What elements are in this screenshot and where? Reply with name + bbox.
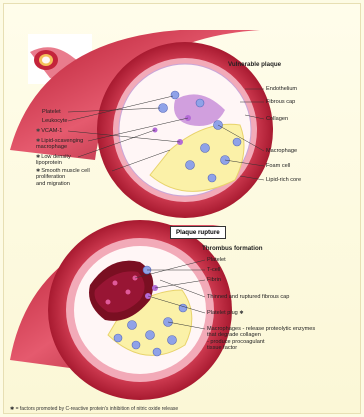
platelet-dot [126, 290, 131, 295]
label-endothelium: Endothelium [266, 86, 297, 92]
label-macrophage: Macrophage [266, 148, 297, 154]
label-leukocyte: Leukocyte [42, 118, 68, 124]
macrophage-cell [114, 334, 122, 342]
label-macrophages-enzymes: Macrophages - release proteolytic enzyme… [207, 326, 315, 352]
label-platelet: Platelet [42, 109, 61, 115]
label-smooth-muscle-cell: ✱Smooth muscle cell proliferation and mi… [36, 168, 90, 187]
top-panel-title: Vulnerable plaque [228, 62, 281, 68]
star-icon: ✱ [239, 310, 243, 316]
label-low-density-lipoprotein: ✱Low density lipoprotein [36, 154, 71, 167]
label-platelet-plug: Platelet plug ✱ [207, 310, 245, 316]
foam-cell [208, 174, 216, 182]
label-collagen: Collagen [266, 116, 288, 122]
star-icon: ✱ [36, 128, 40, 134]
macrophage-cell [196, 99, 204, 107]
plaque-rupture-box: Plaque rupture [170, 226, 226, 239]
star-icon: ✱ [36, 168, 40, 174]
label-t-cell: T-cell [207, 267, 220, 273]
macrophage-cell [168, 336, 177, 345]
footnote: ✱ = factors promoted by C-reactive prote… [10, 406, 178, 412]
macrophage-cell [179, 304, 187, 312]
label-foam-cell: Foam cell [266, 163, 290, 169]
macrophage-cell [146, 331, 155, 340]
label-platelet-bottom: Platelet [207, 257, 226, 263]
foam-cell [186, 161, 195, 170]
label-fibrin: Fibrin [207, 277, 221, 283]
label-thinned-ruptured-cap: Thinned and ruptured fibrous cap [207, 294, 289, 300]
macrophage-cell [128, 321, 137, 330]
label-fibrous-cap: Fibrous cap [266, 99, 295, 105]
macrophage-cell [132, 341, 140, 349]
bottom-panel-title: Thrombus formation [202, 246, 263, 252]
platelet-dot [113, 281, 118, 286]
foam-cell [233, 138, 241, 146]
platelet-dot [106, 300, 111, 305]
star-icon: ✱ [36, 138, 40, 144]
star-icon: ✱ [36, 154, 40, 160]
label-lipid-scavenging-macrophage: ✱Lipid-scavenging macrophage [36, 138, 83, 151]
foam-cell [201, 144, 210, 153]
macrophage-cell [171, 91, 179, 99]
label-vcam-1: ✱VCAM-1 [36, 128, 62, 134]
label-lipid-rich-core: Lipid-rich core [266, 177, 301, 183]
macrophage-cell [153, 348, 161, 356]
thrombus-vessel [10, 220, 232, 400]
